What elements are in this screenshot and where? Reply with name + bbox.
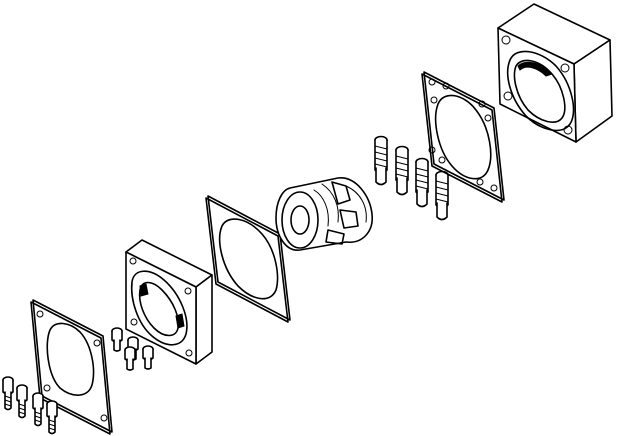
- screw-set-small: [111, 327, 154, 371]
- cap-screw: [395, 145, 409, 196]
- cap-screw: [415, 157, 429, 208]
- flange-gasket-upper: [421, 71, 505, 203]
- cap-screw: [374, 135, 388, 186]
- motor-flange: [125, 239, 213, 365]
- small-screw: [111, 327, 123, 352]
- screw-set-bottom-left: [2, 376, 58, 435]
- cap-screw: [2, 376, 14, 411]
- small-screw: [124, 346, 136, 371]
- coupling-housing: [497, 3, 613, 143]
- jaw-coupling: [275, 177, 373, 251]
- screw-set-right: [374, 135, 449, 221]
- flange-gasket-large: [30, 299, 113, 435]
- cap-screw: [32, 392, 44, 427]
- cap-screw: [46, 400, 58, 435]
- cap-screw: [16, 384, 28, 419]
- flange-gasket-middle: [205, 195, 291, 323]
- small-screw: [142, 345, 154, 370]
- cap-screw: [435, 170, 449, 221]
